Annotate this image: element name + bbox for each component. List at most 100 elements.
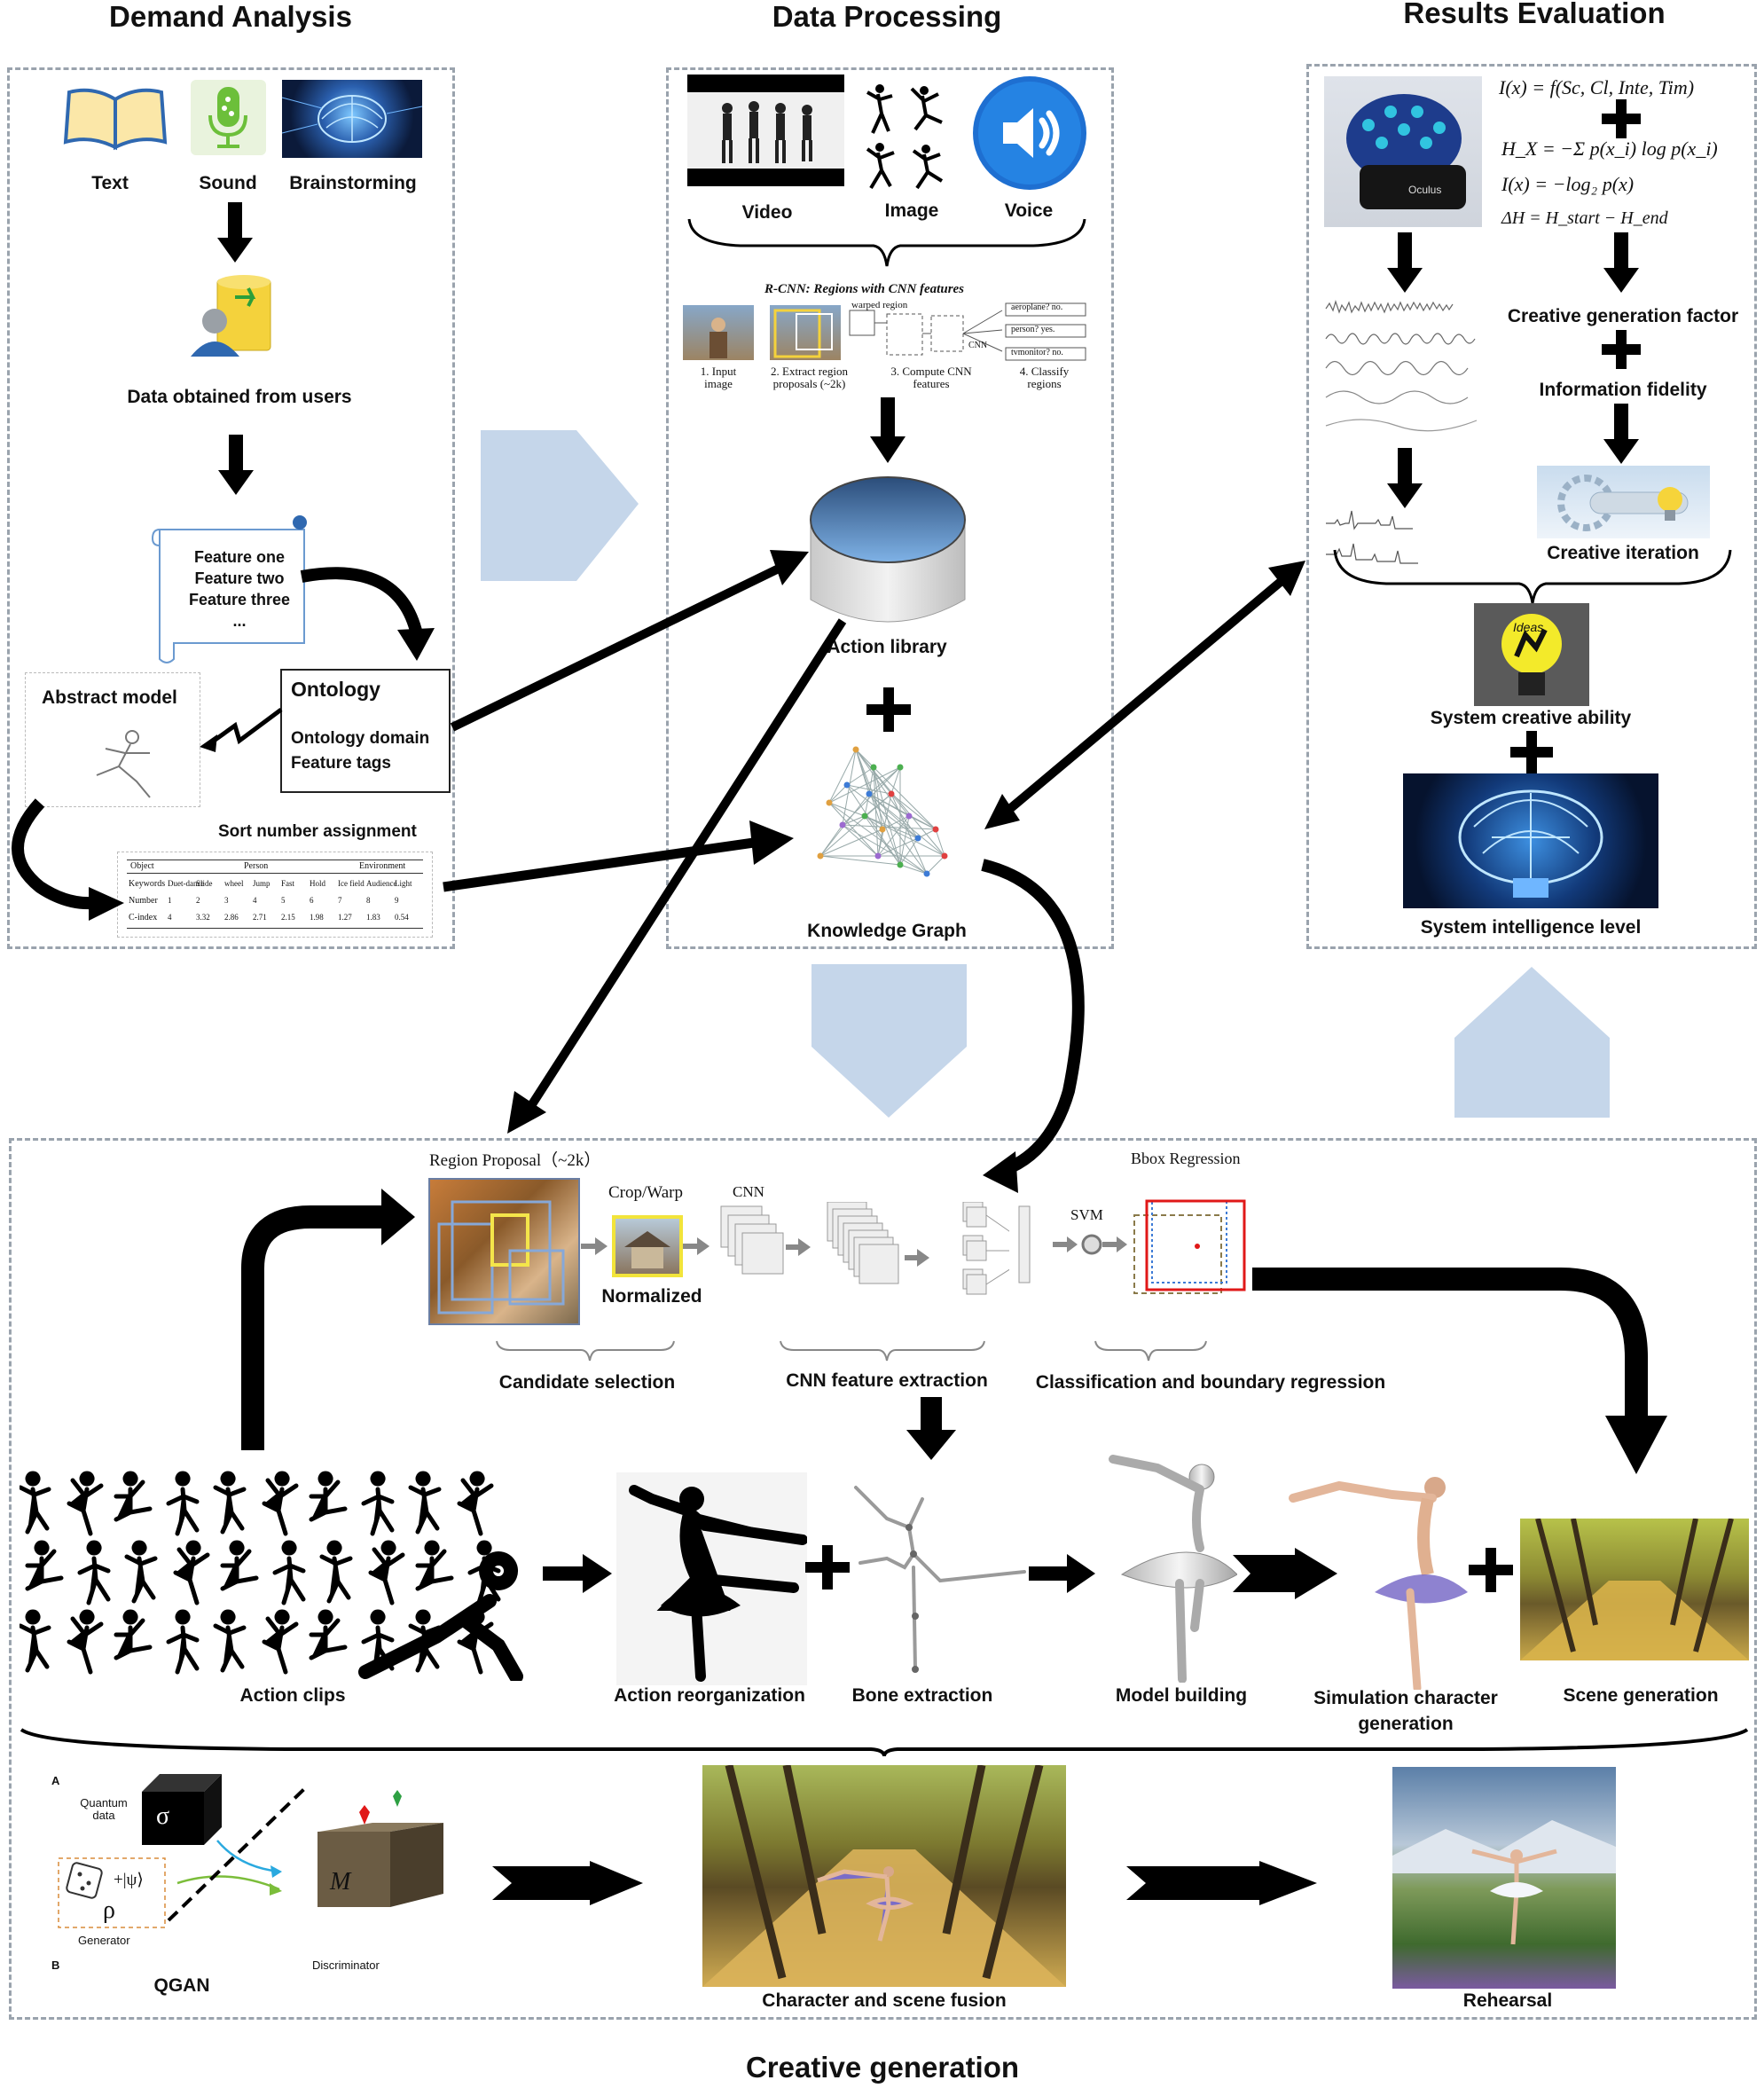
plus-icon — [1602, 330, 1641, 369]
feature-item: Feature three — [188, 591, 291, 608]
action-library-label: Action library — [827, 637, 947, 657]
graph-node — [817, 852, 824, 860]
arrow-right-4 — [492, 1861, 643, 1905]
big-arrow-up — [1454, 967, 1610, 1118]
arrow-down-5 — [1603, 232, 1639, 293]
table-cell: Slide — [196, 879, 213, 888]
dancer-silhouette — [20, 1471, 51, 1535]
dancer-silhouette — [262, 1471, 299, 1536]
rcnn-step: 4. Classify regions — [1019, 365, 1070, 390]
normalized-label: Normalized — [601, 1286, 702, 1307]
plus-icon — [1602, 99, 1641, 138]
arrow-right-5 — [1126, 1861, 1317, 1905]
action-library-database-icon — [810, 476, 966, 623]
arrow-down-7 — [1603, 404, 1639, 464]
voice-label: Voice — [1004, 200, 1054, 221]
section-title-evaluation: Results Evaluation — [1403, 0, 1666, 29]
system-intel-label: System intelligence level — [1420, 917, 1642, 938]
feature-item: ... — [232, 612, 247, 630]
image-label: Image — [884, 200, 939, 221]
rcnn-network-diagram — [849, 302, 1086, 361]
table-cell: 3 — [224, 896, 229, 905]
table-cell: 0.54 — [395, 913, 409, 922]
plus-icon — [866, 687, 911, 732]
microphone-icon — [191, 80, 266, 155]
ontology-line: Feature tags — [291, 754, 391, 773]
graph-node — [897, 764, 904, 771]
fc-layer — [1018, 1205, 1031, 1283]
ontology-line: Ontology domain — [291, 729, 430, 748]
normalized-image — [612, 1215, 683, 1277]
vr-headset-photo: Oculus — [1324, 76, 1482, 227]
connector-arrows — [443, 550, 1305, 1193]
curved-arrow-to-table — [12, 798, 124, 921]
rcnn-input-image — [683, 305, 754, 360]
arrow-down-3 — [870, 397, 906, 463]
system-creative-label: System creative ability — [1430, 708, 1632, 728]
dancer-silhouette — [358, 1551, 523, 1681]
qgan-a-label: A — [51, 1774, 60, 1787]
table-cell: 1.98 — [310, 913, 324, 922]
rcnn-cnn-label: CNN — [968, 341, 988, 350]
table-cell: 1.27 — [338, 913, 352, 922]
table-cell: C-index — [129, 913, 158, 922]
simulation-character — [1289, 1477, 1468, 1690]
ballerina-model — [1109, 1455, 1237, 1683]
arrow-right-1 — [543, 1554, 612, 1593]
abstract-model-box: Abstract model — [25, 672, 200, 807]
cnn-extract-label: CNN feature extraction — [786, 1370, 988, 1391]
dancer-silhouette — [415, 1540, 454, 1591]
creative-factor-label: Creative generation factor — [1507, 306, 1739, 326]
dancer-silhouette — [114, 1609, 153, 1660]
brace-processing — [687, 218, 1086, 267]
dancer-silhouette — [124, 1540, 158, 1604]
feature-item: Feature two — [194, 569, 285, 587]
graph-node — [839, 821, 846, 828]
arrow-down-1 — [217, 202, 253, 263]
table-cell: Keywords — [129, 879, 166, 889]
creative-iteration-image — [1537, 466, 1710, 538]
rcnn-class: tvmonitor? no. — [1011, 348, 1063, 357]
knowledge-graph-icon — [817, 746, 948, 877]
section-title-processing: Data Processing — [772, 0, 1002, 33]
dancer-silhouette — [166, 1471, 200, 1536]
scene-label: Scene generation — [1563, 1685, 1719, 1706]
users-label: Data obtained from users — [127, 387, 352, 407]
table-cell: wheel — [224, 879, 244, 888]
qgan-diagram — [58, 1774, 443, 1928]
dancer-silhouette — [368, 1540, 405, 1605]
dancer-silhouette — [25, 1540, 64, 1591]
plus-icon — [805, 1545, 850, 1590]
table-cell: Number — [129, 896, 158, 906]
formula: ΔH = H_start − H_end — [1501, 208, 1668, 228]
quantum-data-label: Quantum data — [80, 1796, 128, 1822]
action-reorganization-image — [616, 1472, 807, 1685]
dancer-silhouette — [457, 1471, 494, 1536]
rehearsal-image — [1392, 1767, 1616, 1989]
table-cell: 9 — [395, 896, 399, 905]
ideas-text: Ideas — [1513, 620, 1543, 634]
graph-node — [906, 812, 913, 820]
table-cell: Duet-dance — [168, 879, 205, 888]
video-label: Video — [741, 202, 793, 223]
bbox-label: Bbox Regression — [1131, 1150, 1241, 1167]
creative-connector-arrows — [241, 1189, 1667, 1474]
action-reorg-label: Action reorganization — [614, 1685, 805, 1706]
region-proposal-label: Region Proposal（~2k） — [429, 1151, 601, 1170]
dancer-silhouette — [173, 1540, 210, 1605]
dancer-silhouette — [220, 1540, 259, 1591]
m-symbol: M — [330, 1868, 351, 1896]
region-proposal-image — [428, 1178, 580, 1325]
sim-char-label: Simulation character generation — [1313, 1688, 1498, 1734]
table-cell: Jump — [253, 879, 270, 888]
arrow-right-2 — [1029, 1554, 1095, 1593]
classification-label: Classification and boundary regression — [1035, 1372, 1386, 1393]
table-cell: 1 — [168, 896, 172, 905]
svm-node — [1053, 1234, 1127, 1255]
dancer-silhouette — [166, 1609, 200, 1675]
graph-node — [879, 826, 886, 833]
rcnn-class: person? yes. — [1011, 325, 1055, 334]
